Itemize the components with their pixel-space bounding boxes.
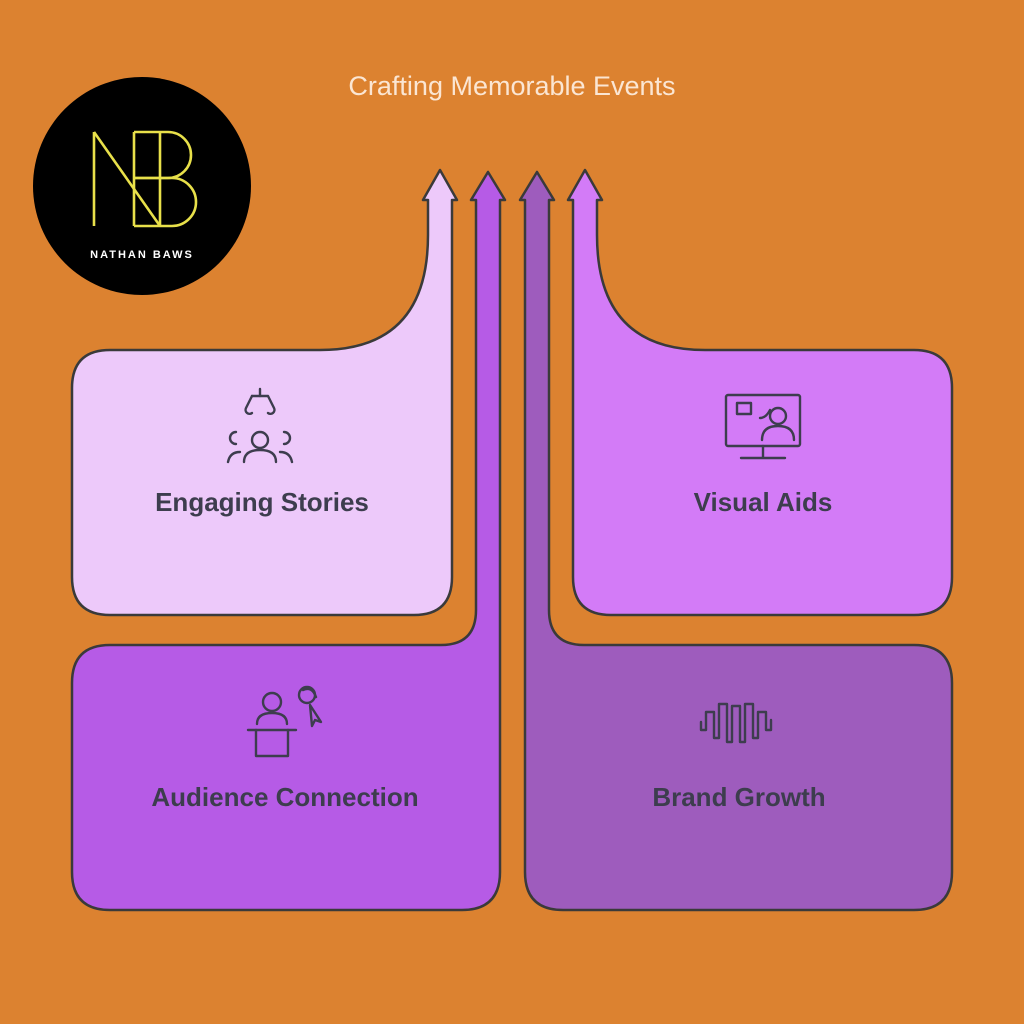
logo-name: NATHAN BAWS (90, 249, 194, 261)
engaging-stories-block (70, 168, 459, 617)
visual-aids-block (566, 168, 954, 617)
audience-connection-block (70, 170, 507, 912)
speaker-podium-icon (246, 685, 323, 758)
engaging-stories-label: Engaging Stories (155, 487, 369, 517)
brand-growth-label: Brand Growth (652, 782, 825, 812)
presentation-monitor-icon (724, 393, 802, 460)
audience-connection-label: Audience Connection (151, 782, 418, 812)
logo-monogram-mark (92, 130, 198, 228)
nathan-baws-logo: NATHAN BAWS (33, 77, 251, 295)
growth-wave-icon (699, 702, 773, 744)
visual-aids-label: Visual Aids (694, 487, 833, 517)
storyteller-audience-icon (226, 387, 294, 464)
brand-growth-block (518, 170, 954, 912)
logo-badge (33, 77, 251, 295)
diagram-title: Crafting Memorable Events (348, 71, 675, 101)
